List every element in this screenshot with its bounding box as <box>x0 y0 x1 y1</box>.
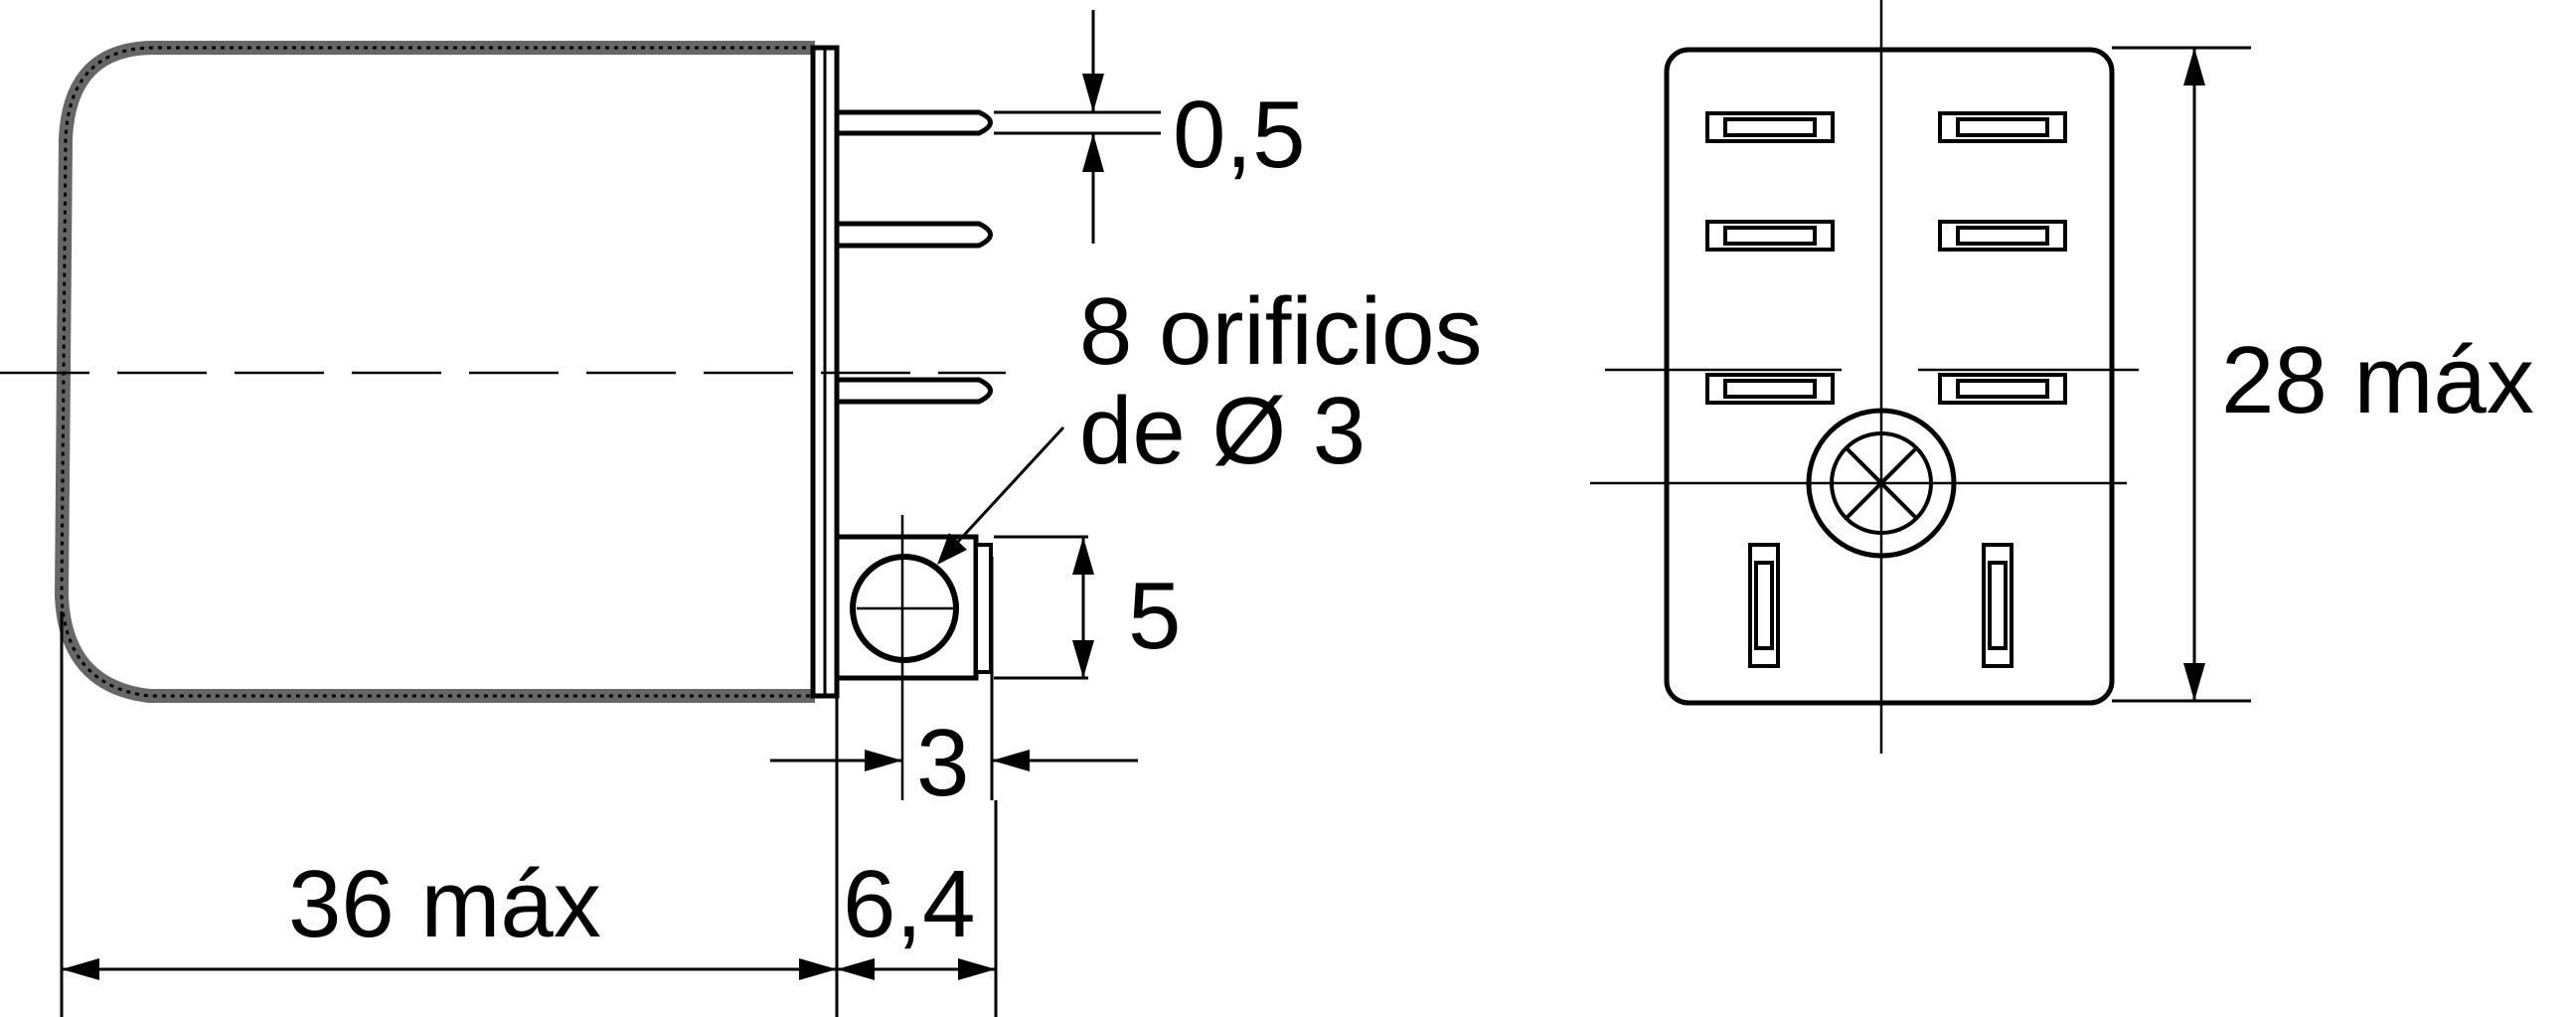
pin-thickness-label: 0,5 <box>1173 82 1305 188</box>
pin <box>837 377 993 405</box>
mounting-hole <box>850 554 959 663</box>
pins <box>837 109 993 405</box>
mount-depth-label: 6,4 <box>843 851 975 957</box>
flat-contact <box>1705 220 1835 252</box>
height-label: 28 máx <box>2221 327 2534 433</box>
flat-contact <box>1705 373 1835 405</box>
height-dimension <box>2112 46 2251 703</box>
vertical-contact <box>1748 543 1780 668</box>
flat-contact <box>1938 111 2067 143</box>
side-view <box>0 41 1006 800</box>
vertical-contacts <box>1748 543 2013 668</box>
bottom-outline <box>1664 47 2115 706</box>
bottom-view <box>1590 0 2139 754</box>
flat-contact <box>1938 373 2067 405</box>
pin <box>837 221 993 249</box>
flat-contact <box>1705 111 1835 143</box>
flat-contact <box>1938 220 2067 252</box>
pin <box>837 109 993 136</box>
side-dimensions <box>60 10 1161 1017</box>
body-length-label: 36 máx <box>288 851 601 957</box>
hole-offset-label: 3 <box>916 710 969 816</box>
vertical-contact <box>1982 543 2013 668</box>
holes-label-line2: de Ø 3 <box>1079 378 1366 484</box>
flat-contacts <box>1705 111 2067 405</box>
holes-label-line1: 8 orificios <box>1079 278 1482 385</box>
mount-height-label: 5 <box>1128 563 1181 669</box>
